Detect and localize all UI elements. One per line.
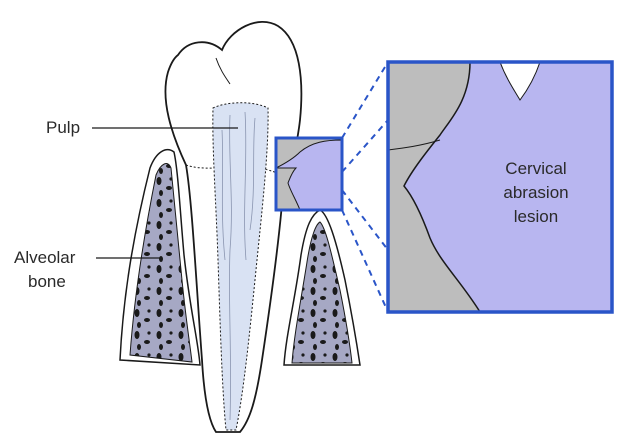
lesion-label-line1: Cervical	[496, 158, 576, 179]
lesion-source-box	[276, 138, 342, 210]
lesion-label-line2: abrasion	[496, 182, 576, 203]
lesion-label-line3: lesion	[496, 206, 576, 227]
alveolar-label-line2: bone	[28, 271, 66, 292]
pulp-label: Pulp	[46, 117, 80, 138]
magnifier-connectors	[342, 62, 388, 312]
alveolar-label-line1: Alveolar	[14, 247, 75, 268]
alveolar-bone-right	[284, 210, 360, 365]
